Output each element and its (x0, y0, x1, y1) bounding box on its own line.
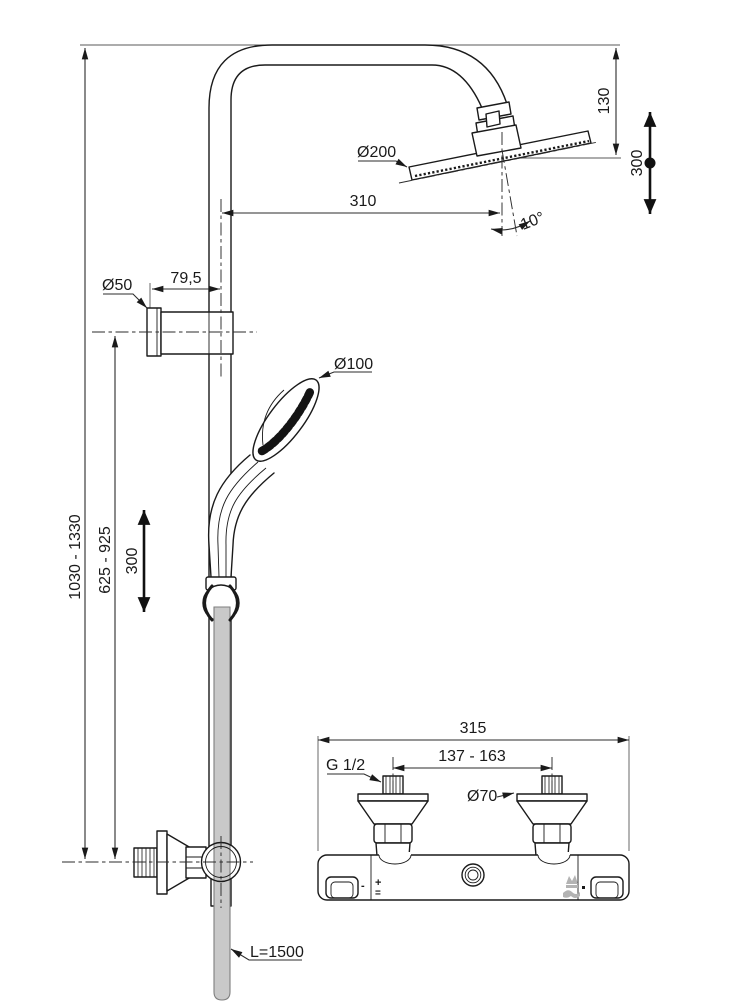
label-head-offset: 310 (350, 193, 377, 210)
adjust-arrow-dot (644, 157, 656, 169)
label-bracket-diameter: Ø50 (102, 277, 132, 294)
inlet-disc-left (357, 793, 429, 802)
holder-jaw-right (228, 584, 239, 622)
mixer-centre-cap-inner (467, 869, 479, 881)
inlet-nut-right (532, 823, 572, 844)
mixer-body (317, 854, 630, 901)
inlet-nut-left (373, 823, 413, 844)
overhead-shower-head (408, 101, 592, 181)
inlet-nut-flats-right (543, 824, 561, 843)
handle-fill (208, 455, 274, 577)
elbow-escutcheon-plate (156, 830, 168, 895)
label-head-drop: 130 (596, 88, 613, 115)
mixer-handle-grip-left-inner (330, 881, 354, 899)
handle-edge-2 (217, 461, 259, 578)
label-overall-height: 1030 - 1330 (67, 514, 84, 600)
temp-index-dot (582, 886, 585, 889)
mixer-hump-left (378, 854, 412, 865)
shower-column (208, 44, 508, 859)
label-head-diameter: Ø200 (357, 144, 396, 161)
head-joint-tab (485, 110, 501, 128)
leader-labels: Ø200 Ø50 Ø100 L=1500 G 1/2 Ø70 (102, 144, 515, 961)
thermostatic-mixer: + = - (317, 775, 630, 901)
label-inlet-thread: G 1/2 (326, 757, 365, 774)
inlet-nut-flats-left (384, 824, 402, 843)
extension-lines (80, 44, 630, 851)
mixer-inlet-left (357, 775, 429, 857)
label-hose-length: L=1500 (250, 944, 304, 961)
handle-edge-1 (207, 454, 251, 578)
label-head-height-range: 300 (629, 150, 646, 177)
inlet-cone-right (516, 800, 588, 825)
head-ball-joint-bell (471, 124, 522, 157)
riser-pipe-outer-edge (208, 44, 508, 859)
dimensions: 1030 - 1330 625 - 925 300 130 300 310 10… (67, 48, 657, 859)
inlet-cone-left (357, 800, 429, 825)
angle-arc (490, 220, 531, 235)
centerlines (62, 132, 599, 908)
label-bracket-height: 625 - 925 (97, 526, 114, 594)
label-handshower-diameter: Ø100 (334, 356, 373, 373)
mixer-handle-grip-right-inner (595, 881, 619, 899)
elbow-thread-tail (133, 847, 158, 878)
shower-hose (213, 606, 231, 1001)
mixer-hump-right-fill (538, 852, 570, 864)
wave-icon (563, 890, 580, 898)
mixer-hump-right (537, 854, 571, 865)
label-inlet-spacing: 137 - 163 (438, 748, 506, 765)
handshower-rim-line (262, 389, 285, 446)
leader-escutcheon-diameter (496, 792, 515, 799)
handshower-head (252, 378, 320, 462)
handle-edge-4 (230, 472, 275, 578)
riser-pipe-inner-edge (230, 64, 483, 859)
inlet-disc-right (516, 793, 588, 802)
handshower-spray-face (257, 387, 315, 456)
centerline-head-tilted (501, 149, 518, 237)
label-mixer-width: 315 (460, 720, 487, 737)
mixer-centre-cap-outer (461, 863, 485, 887)
flow-plus-mark: + (375, 877, 381, 889)
label-escutcheon-diameter: Ø70 (467, 788, 497, 805)
flow-lines-mark: = (375, 888, 381, 899)
comfort-icon (566, 875, 578, 888)
leader-head-diameter (358, 158, 408, 168)
holder-jaw-left (203, 584, 214, 622)
centerline-head-face (398, 141, 599, 184)
label-head-angle: 10° (518, 209, 547, 234)
bracket-body (160, 311, 234, 355)
label-bracket-offset: 79,5 (170, 270, 201, 287)
mixer-hump-left-fill (379, 852, 411, 864)
handle-dash-mark: - (361, 880, 365, 892)
leader-bracket-diameter (103, 293, 148, 309)
elbow-thread-hatch (137, 848, 155, 877)
mixer-centre-cap-mid (464, 866, 482, 884)
leader-inlet-thread (327, 773, 382, 783)
handle-edge-3 (225, 467, 267, 577)
leader-handshower-diameter (318, 370, 372, 379)
label-slide-range: 300 (124, 548, 141, 575)
leader-hose-length (230, 948, 302, 961)
